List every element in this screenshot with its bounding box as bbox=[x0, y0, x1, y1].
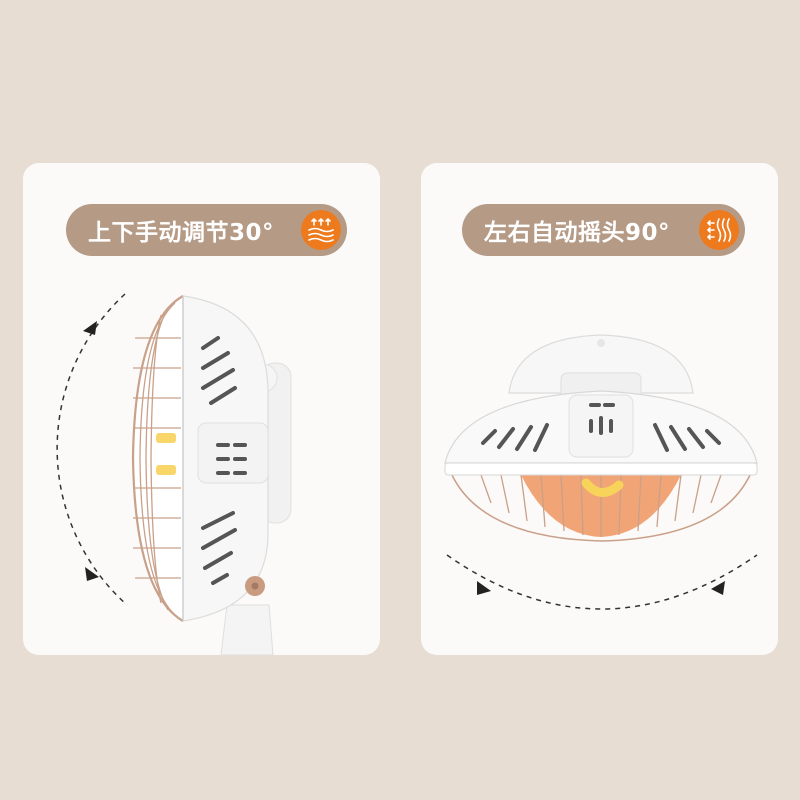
tilt-arc bbox=[56, 293, 128, 606]
fan-side-view-illustration bbox=[56, 293, 292, 655]
feature-label: 上下手动调节30° bbox=[88, 220, 275, 246]
feature-label-pill: 左右自动摇头90° bbox=[462, 204, 745, 256]
fan-top-view-illustration bbox=[444, 334, 758, 610]
arrow-right-icon bbox=[711, 581, 725, 595]
feature-label-pill: 上下手动调节30° bbox=[66, 204, 347, 256]
horizontal-wind-arrows-icon bbox=[699, 210, 739, 250]
arrow-down-icon bbox=[85, 567, 99, 581]
horizontal-oscillation-card: 左右自动摇头90° bbox=[421, 163, 778, 655]
vertical-wind-arrows-icon bbox=[301, 210, 341, 250]
vertical-tilt-card: 上下手动调节30° bbox=[23, 163, 380, 655]
oscillation-arc bbox=[446, 554, 758, 610]
arrow-up-icon bbox=[83, 321, 97, 335]
feature-label: 左右自动摇头90° bbox=[484, 220, 671, 246]
arrow-left-icon bbox=[477, 581, 491, 595]
